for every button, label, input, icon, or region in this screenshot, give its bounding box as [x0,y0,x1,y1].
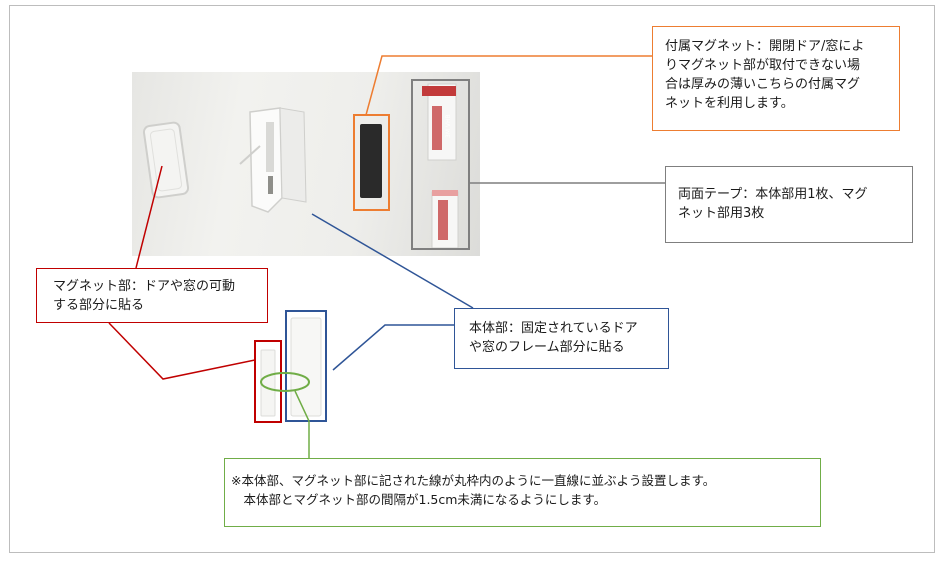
alignment-connector [294,390,310,458]
tape-brand-label: 3M VHB [445,114,452,138]
main-body-callout: 本体部：固定されているドア や窓のフレーム部分に貼る [454,308,669,369]
main-body-piece [290,317,322,417]
tape-bottom-image [431,190,459,249]
magnet-part-highlight [254,340,282,423]
diagram-frame [9,5,935,553]
tape-highlight [411,79,470,250]
tape-top-image [422,83,457,161]
attached-magnet-text: 付属マグネット：開閉ドア/窓によ りマグネット部が取付できない場 合は厚みの薄い… [665,39,865,111]
double-sided-tape-text: 両面テープ：本体部用1枚、マグ ネット部用3枚 [678,187,868,221]
magnet-part-callout: マグネット部：ドアや窓の可動 する部分に貼る [36,268,268,323]
installation-note-callout: ※本体部、マグネット部に記された線が丸枠内のように一直線に並ぶよう設置します。 … [224,458,821,527]
attached-magnet-connector [365,55,652,116]
attached-magnet-highlight [353,114,390,211]
main-body-photo-connector [311,213,474,309]
attached-magnet-image [360,124,382,198]
main-body-highlight [285,310,327,422]
attached-magnet-callout: 付属マグネット：開閉ドア/窓によ りマグネット部が取付できない場 合は厚みの薄い… [652,26,900,131]
main-body-text: 本体部：固定されているドア や窓のフレーム部分に貼る [469,321,638,355]
installation-note-text: ※本体部、マグネット部に記された線が丸枠内のように一直線に並ぶよう設置します。 … [231,473,716,507]
magnet-part-connector [108,322,256,380]
main-body-image [239,107,307,213]
double-sided-tape-callout: 両面テープ：本体部用1枚、マグ ネット部用3枚 [665,166,913,243]
magnet-part-text: マグネット部：ドアや窓の可動 する部分に貼る [53,279,236,313]
magnet-part-image [142,121,190,199]
product-photo: 3M VHB [132,72,480,256]
magnet-part-piece [260,349,276,417]
product-photo-illustration: 3M VHB [142,83,459,249]
main-body-connector [332,324,454,371]
alignment-circle [260,372,310,392]
magnet-photo-connector [135,165,163,269]
